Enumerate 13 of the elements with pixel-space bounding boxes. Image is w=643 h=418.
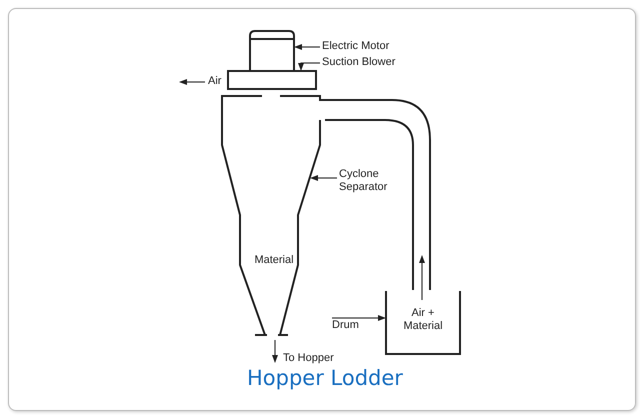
flow-label: To Hopper (283, 352, 334, 365)
part-label: Cyclone Separator (339, 168, 399, 194)
part-label: Electric Motor (322, 40, 390, 53)
leader-line (298, 62, 320, 71)
flow-label: Air (208, 75, 222, 88)
part-label: Material (253, 254, 295, 267)
part-label: Suction Blower (322, 56, 396, 69)
part-label: Air + Material (402, 307, 444, 333)
diagram-title: Hopper Lodder (247, 366, 403, 390)
part-label: Drum (332, 319, 359, 332)
leader-line (294, 44, 320, 50)
leader-line (310, 175, 338, 181)
leader-line (332, 315, 386, 321)
